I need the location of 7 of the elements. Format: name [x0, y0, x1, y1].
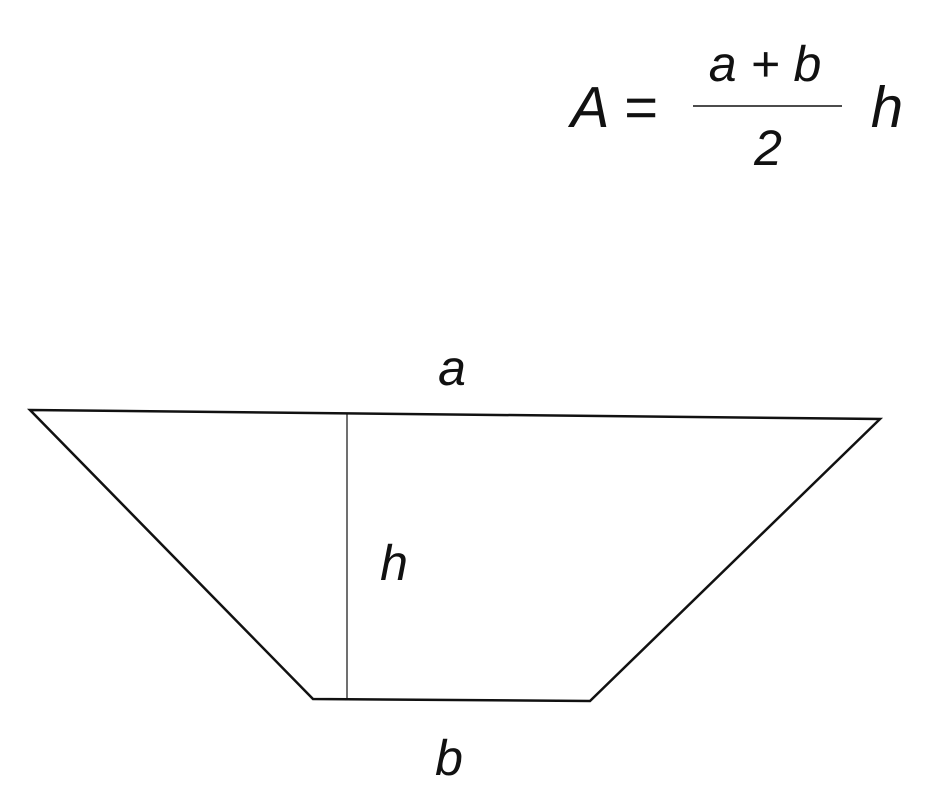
- numerator: a + b: [708, 39, 822, 89]
- formula-term: h: [870, 79, 904, 137]
- height-label: h: [380, 538, 408, 588]
- formula-term: A =: [570, 79, 658, 137]
- denominator: 2: [754, 123, 782, 173]
- side-label: b: [435, 733, 463, 783]
- side-label: a: [438, 343, 466, 393]
